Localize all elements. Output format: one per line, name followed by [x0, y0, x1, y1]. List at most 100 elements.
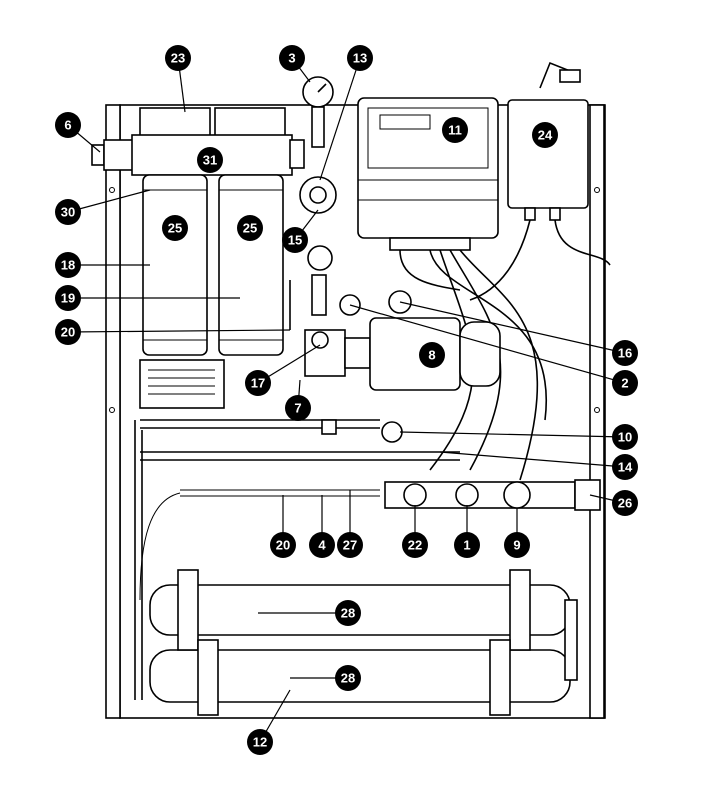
- callout-10: 10: [399, 424, 638, 450]
- callout-4: 4: [309, 495, 335, 558]
- callout-label: 9: [513, 538, 520, 553]
- callout-25: 25: [237, 215, 263, 241]
- callout-badge: [335, 600, 361, 626]
- callout-label: 6: [64, 118, 71, 133]
- callout-badge: [402, 532, 428, 558]
- callout-label: 25: [168, 221, 182, 236]
- callout-label: 12: [253, 735, 267, 750]
- leader-line: [349, 304, 626, 384]
- callout-label: 23: [171, 51, 185, 66]
- callout-20: 20: [270, 495, 296, 558]
- callout-30: 30: [55, 189, 151, 225]
- callout-badge: [612, 340, 638, 366]
- callout-13: 13: [319, 45, 373, 181]
- callout-31: 31: [197, 147, 223, 173]
- callout-label: 2: [621, 376, 628, 391]
- rating-plate: [139, 359, 225, 409]
- callout-badge: [165, 45, 191, 71]
- leader-line: [399, 301, 626, 354]
- callout-label: 3: [288, 51, 295, 66]
- cables: [399, 249, 548, 481]
- callout-badge: [454, 532, 480, 558]
- callout-26: 26: [589, 490, 638, 516]
- callout-label: 27: [343, 538, 357, 553]
- callout-label: 26: [618, 496, 632, 511]
- callout-2: 2: [349, 304, 638, 396]
- controller-box: [357, 97, 499, 251]
- leader-line: [319, 57, 361, 181]
- sensor-manifold: [384, 479, 601, 511]
- callout-24: 24: [532, 122, 558, 148]
- pump-motor: [304, 317, 501, 391]
- callout-badge: [285, 395, 311, 421]
- callout-15: 15: [282, 209, 319, 253]
- callout-11: 11: [442, 117, 468, 143]
- callout-badge: [237, 215, 263, 241]
- callout-badge: [197, 147, 223, 173]
- callout-28: 28: [290, 665, 361, 691]
- callout-label: 25: [243, 221, 257, 236]
- callout-23: 23: [165, 45, 191, 113]
- callout-label: 13: [353, 51, 367, 66]
- callout-3: 3: [279, 45, 311, 83]
- callout-label: 20: [276, 538, 290, 553]
- callout-12: 12: [247, 689, 291, 755]
- callout-20: 20: [55, 319, 291, 345]
- callout-label: 30: [61, 205, 75, 220]
- callout-14: 14: [439, 451, 638, 480]
- callout-25: 25: [162, 215, 188, 241]
- callout-18: 18: [55, 252, 150, 278]
- callout-label: 31: [203, 153, 217, 168]
- callout-badge: [282, 227, 308, 253]
- callout-badge: [419, 342, 445, 368]
- callout-16: 16: [399, 301, 638, 366]
- callout-label: 14: [618, 460, 633, 475]
- callout-label: 24: [538, 128, 553, 143]
- callout-label: 11: [448, 123, 462, 138]
- callout-label: 28: [341, 671, 355, 686]
- callout-badge: [55, 199, 81, 225]
- callout-badge: [279, 45, 305, 71]
- callout-badge: [55, 112, 81, 138]
- callout-badge: [612, 370, 638, 396]
- callout-8: 8: [419, 342, 445, 368]
- callout-badge: [504, 532, 530, 558]
- leader-line: [67, 189, 151, 213]
- callout-badge: [270, 532, 296, 558]
- callout-label: 22: [408, 538, 422, 553]
- callout-badge: [532, 122, 558, 148]
- callout-17: 17: [245, 344, 321, 396]
- callout-badge: [247, 729, 273, 755]
- power-supply-box: [469, 61, 611, 301]
- callout-badge: [55, 252, 81, 278]
- callout-badge: [337, 532, 363, 558]
- callout-badge: [612, 490, 638, 516]
- callout-label: 15: [288, 233, 302, 248]
- leader-line: [67, 329, 291, 333]
- callout-badge: [55, 319, 81, 345]
- callout-9: 9: [504, 508, 530, 558]
- leader-line: [439, 451, 626, 468]
- callout-label: 20: [61, 325, 75, 340]
- callout-badge: [335, 665, 361, 691]
- callout-19: 19: [55, 285, 240, 311]
- callout-label: 10: [618, 430, 632, 445]
- callout-label: 18: [61, 258, 75, 273]
- callout-badge: [162, 215, 188, 241]
- callout-label: 19: [61, 291, 75, 306]
- callout-label: 28: [341, 606, 355, 621]
- callout-6: 6: [55, 112, 101, 153]
- callout-label: 8: [428, 348, 435, 363]
- callout-badge: [245, 370, 271, 396]
- leader-line: [399, 431, 626, 438]
- callout-27: 27: [337, 490, 363, 558]
- callout-badge: [55, 285, 81, 311]
- callout-badge: [309, 532, 335, 558]
- callout-28: 28: [258, 600, 361, 626]
- callout-badge: [612, 424, 638, 450]
- callout-label: 17: [251, 376, 265, 391]
- callout-label: 1: [463, 538, 470, 553]
- callout-22: 22: [402, 505, 428, 558]
